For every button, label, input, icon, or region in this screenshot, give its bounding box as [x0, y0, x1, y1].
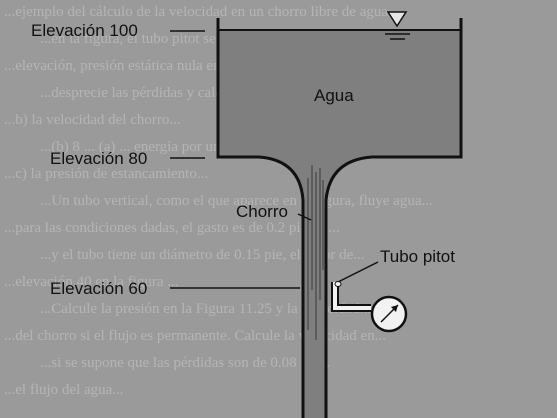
- background-text-line: ...c) la presión de estancamiento...: [4, 166, 208, 182]
- pitot-leader: [337, 261, 379, 283]
- background-text-line: ...el flujo del agua...: [4, 382, 124, 398]
- background-text-line: ...b) la velocidad del chorro...: [4, 112, 181, 128]
- background-text-line: ...para las condiciones dadas, el gasto …: [4, 220, 340, 236]
- jet-leader: [297, 213, 312, 221]
- background-text-line: ...y el tubo tiene un diámetro de 0.15 p…: [40, 247, 365, 263]
- background-text-line: ...Calcule la presión en la Figura 11.25…: [40, 301, 371, 317]
- water-body: [218, 30, 461, 418]
- elevation-60-label: Elevación 60: [50, 279, 148, 298]
- background-text-line: ...si se supone que las pérdidas son de …: [40, 355, 330, 371]
- water-label: Agua: [314, 86, 354, 105]
- background-text-line: ...ejemplo del cálculo de la velocidad e…: [4, 4, 399, 20]
- background-text-line: ...Un tubo vertical, como el que aparece…: [40, 193, 433, 209]
- background-text-line: ...del chorro si el flujo es permanente.…: [4, 328, 386, 344]
- elevation-80-label: Elevación 80: [50, 149, 148, 168]
- background-text-line: ...elevación 40 en la figura ...: [4, 274, 179, 290]
- tank-wall: [216, 18, 463, 418]
- pitot-tube: [331, 281, 371, 312]
- jet-label: Chorro: [236, 202, 288, 221]
- elevation-100-label: Elevación 100: [31, 21, 138, 40]
- pressure-gauge-icon: [370, 295, 408, 333]
- free-surface-symbol: [385, 11, 410, 40]
- jet-streaks: [307, 165, 324, 340]
- pitot-tube-label: Tubo pitot: [380, 247, 455, 266]
